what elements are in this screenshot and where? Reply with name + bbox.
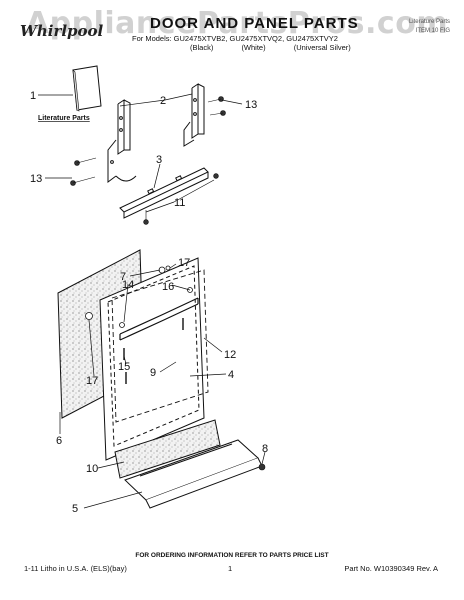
top-right-line2: ITEM 10 FIG xyxy=(415,28,450,34)
callout-2: 2 xyxy=(160,95,166,107)
right-mounting-bracket xyxy=(183,83,205,147)
insulation-block xyxy=(114,419,221,479)
callout-15: 15 xyxy=(118,361,130,373)
callout-14: 14 xyxy=(122,279,134,291)
color-variants: (Black) (White) (Universal Silver) xyxy=(190,43,377,52)
callout-10: 10 xyxy=(86,463,98,475)
callout-17-top: 17 xyxy=(178,257,190,269)
screw-8 xyxy=(258,463,266,471)
screws-13 xyxy=(70,96,226,186)
variant-white: (White) xyxy=(241,43,266,52)
door-handle xyxy=(119,297,199,341)
literature-booklet xyxy=(38,65,102,112)
part-number: Part No. W10390349 Rev. A xyxy=(344,564,438,573)
callout-6: 6 xyxy=(56,435,62,447)
pins-15 xyxy=(123,318,184,384)
page-title: DOOR AND PANEL PARTS xyxy=(150,15,359,32)
callout-13-left: 13 xyxy=(30,173,42,185)
callout-1: 1 xyxy=(30,90,36,102)
callout-9: 9 xyxy=(150,367,156,379)
inner-door-liner xyxy=(111,269,209,423)
variant-black: (Black) xyxy=(190,43,214,52)
brand-logo: Whirlpool xyxy=(20,22,104,40)
literature-parts-label: Literature Parts xyxy=(38,115,90,122)
callout-4: 4 xyxy=(228,369,234,381)
leader-lines xyxy=(45,93,266,509)
left-mounting-bracket xyxy=(107,99,137,183)
callout-8: 8 xyxy=(262,443,268,455)
callout-16: 16 xyxy=(162,281,174,293)
models-line: For Models: GU2475XTVB2, GU2475XTVQ2, GU… xyxy=(132,34,338,43)
callout-12: 12 xyxy=(224,349,236,361)
ordering-note: FOR ORDERING INFORMATION REFER TO PARTS … xyxy=(135,552,329,559)
bracket-rail xyxy=(119,167,209,219)
top-right-note: Literature Parts ITEM 10 FIG xyxy=(409,18,450,36)
callout-11: 11 xyxy=(174,197,185,209)
top-right-line1: Literature Parts xyxy=(408,19,450,25)
callout-7: 7 xyxy=(120,271,126,283)
callout-13-top: 13 xyxy=(245,99,257,111)
callout-3: 3 xyxy=(156,154,162,166)
outer-door-frame xyxy=(99,257,205,461)
page-number: 1 xyxy=(228,564,233,573)
kick-plate xyxy=(124,439,263,509)
callout-17-left: 17 xyxy=(86,375,98,387)
variant-silver: (Universal Silver) xyxy=(293,43,351,52)
watermark: AppliancePartsPros.com xyxy=(25,6,449,41)
litho-info: 1-11 Litho in U.S.A. (ELS)(bay) xyxy=(24,564,127,573)
callout-5: 5 xyxy=(72,503,78,515)
